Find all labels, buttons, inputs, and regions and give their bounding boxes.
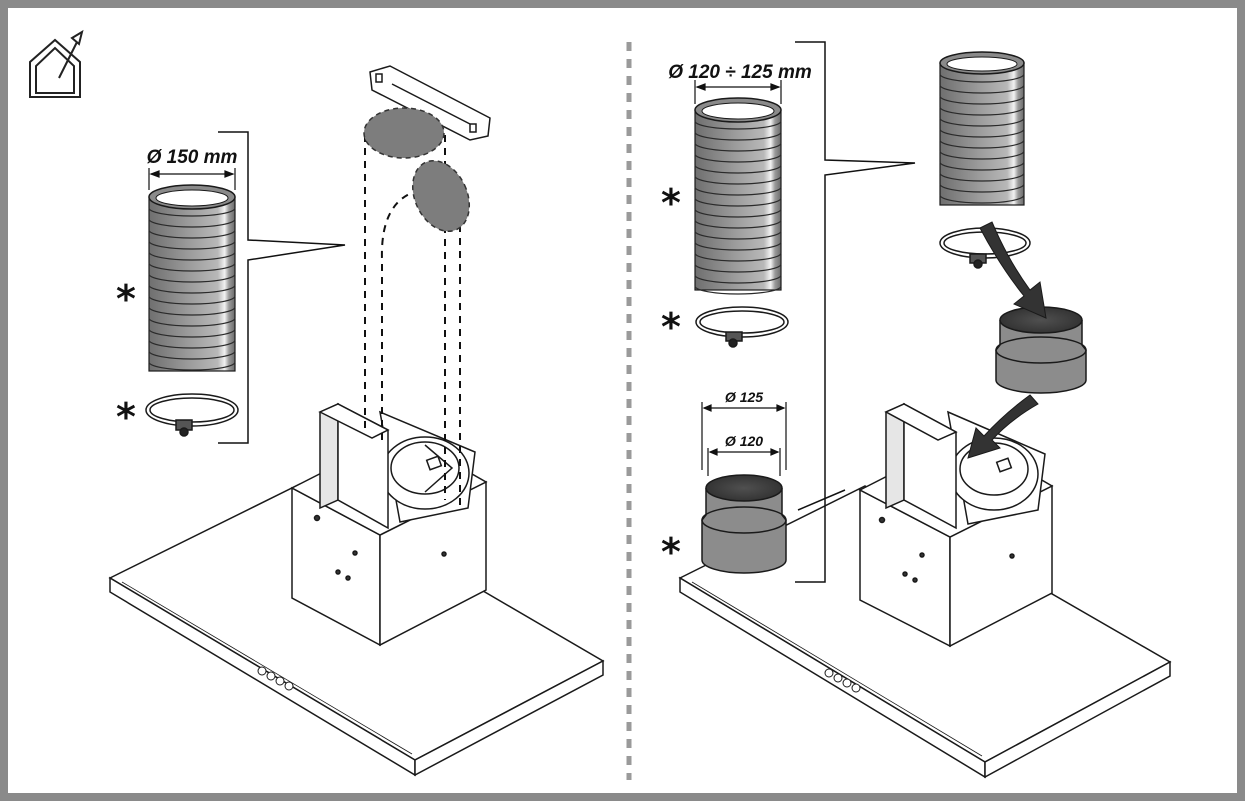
- duct-rib: [939, 172, 1025, 182]
- right-reducer-adapter: [701, 474, 787, 574]
- duct-rib: [148, 361, 236, 371]
- duct-rib: [694, 208, 782, 218]
- left-wall-bracket: [369, 65, 491, 141]
- duct-rib: [939, 161, 1025, 171]
- duct-rib: [148, 350, 236, 360]
- left-panel: Ø 150 mm * *: [108, 65, 605, 777]
- adapter-inner-diameter-label: Ø 120: [725, 433, 763, 449]
- left-clamp-asterisk: *: [116, 395, 136, 439]
- right-clamp-asterisk: *: [661, 305, 681, 349]
- duct-rib: [694, 186, 782, 196]
- duct-rib: [148, 207, 236, 217]
- duct-rib: [694, 120, 782, 130]
- duct-rib: [694, 175, 782, 185]
- duct-rib: [694, 131, 782, 141]
- left-hose-clamp: [145, 393, 239, 437]
- adapter-inner-dimension: [707, 448, 781, 476]
- right-duct-asterisk: *: [661, 181, 681, 225]
- duct-rib: [694, 230, 782, 240]
- duct-rib: [694, 153, 782, 163]
- duct-rib: [939, 95, 1025, 105]
- duct-rib: [148, 240, 236, 250]
- right-duct-diameter-label: Ø 120 ÷ 125 mm: [668, 62, 812, 83]
- right-assembly-adapter: [995, 306, 1087, 394]
- duct-rib: [939, 194, 1025, 204]
- right-flexible-duct: [694, 97, 782, 295]
- duct-rib: [148, 306, 236, 316]
- right-top-duct: [939, 51, 1025, 206]
- right-callout-bracket: [795, 41, 916, 583]
- house-outlet-icon: [29, 29, 84, 98]
- adapter-outer-dimension: [701, 402, 787, 470]
- duct-rib: [694, 197, 782, 207]
- duct-rib: [939, 183, 1025, 193]
- left-flexible-duct: [148, 184, 236, 372]
- duct-rib: [148, 218, 236, 228]
- flow-arrow-icon: [967, 221, 1047, 459]
- left-control-buttons: [257, 666, 294, 691]
- right-hose-clamp: [695, 306, 789, 348]
- duct-rib: [148, 284, 236, 294]
- duct-rib: [694, 164, 782, 174]
- duct-rib: [939, 128, 1025, 138]
- right-duct-dimension: [694, 80, 782, 104]
- duct-rib: [148, 273, 236, 283]
- left-fan-housing: [379, 410, 476, 523]
- duct-rib: [694, 263, 782, 273]
- right-control-buttons: [824, 668, 861, 693]
- duct-rib: [939, 150, 1025, 160]
- duct-rib: [148, 251, 236, 261]
- left-duct-diameter-label: Ø 150 mm: [147, 147, 238, 168]
- duct-rib: [694, 274, 782, 284]
- duct-rib: [939, 73, 1025, 83]
- left-duct-dimension: [148, 168, 236, 190]
- duct-rib: [694, 285, 782, 295]
- left-callout-bracket: [218, 131, 346, 444]
- duct-rib: [148, 229, 236, 239]
- duct-rib: [939, 84, 1025, 94]
- right-panel: Ø 120 ÷ 125 mm Ø 125: [661, 41, 1172, 779]
- left-wall-opening: [411, 159, 471, 233]
- right-motor-box: [858, 435, 1054, 648]
- duct-rib: [148, 339, 236, 349]
- left-projection-lines: [364, 135, 461, 505]
- right-electronics-box: [884, 402, 958, 530]
- duct-rib: [939, 106, 1025, 116]
- duct-rib: [939, 139, 1025, 149]
- duct-rib: [694, 241, 782, 251]
- duct-rib: [148, 328, 236, 338]
- duct-rib: [694, 219, 782, 229]
- duct-rib: [148, 262, 236, 272]
- duct-rib: [694, 142, 782, 152]
- duct-rib: [694, 252, 782, 262]
- left-duct-asterisk: *: [116, 277, 136, 321]
- duct-rib: [148, 317, 236, 327]
- left-electronics-box: [318, 402, 390, 530]
- right-adapter-asterisk: *: [661, 530, 681, 574]
- left-ceiling-opening: [363, 107, 445, 159]
- duct-rib: [939, 117, 1025, 127]
- duct-rib: [148, 295, 236, 305]
- adapter-outer-diameter-label: Ø 125: [725, 389, 763, 405]
